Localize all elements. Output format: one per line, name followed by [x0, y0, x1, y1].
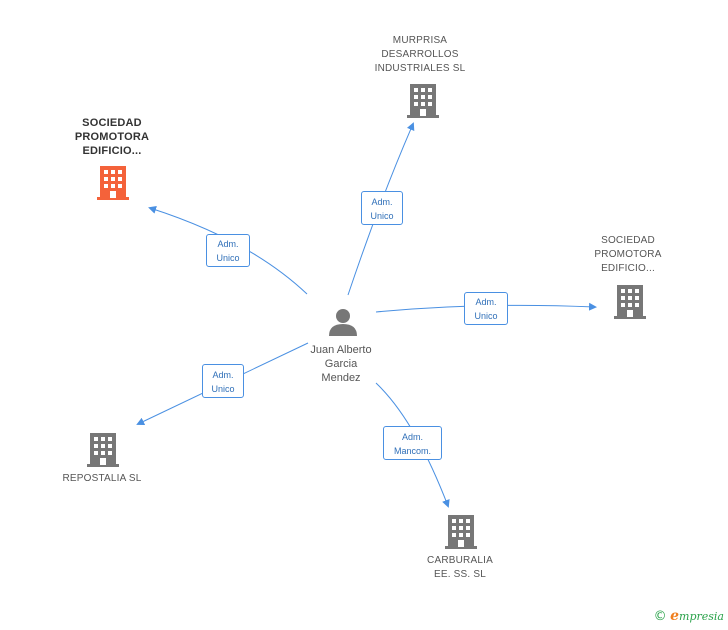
company-label-murprisa[interactable]: MURPRISA DESARROLLOS INDUSTRIALES SL	[374, 35, 466, 74]
relation-badge-sociedad-1[interactable]: Adm. Unico	[206, 234, 250, 267]
building-icon[interactable]	[614, 285, 646, 319]
building-icon-highlighted[interactable]	[97, 166, 129, 200]
relation-badge-repostalia[interactable]: Adm. Unico	[202, 364, 244, 398]
relation-badge-sociedad-2[interactable]: Adm. Unico	[464, 292, 508, 325]
building-icon[interactable]	[407, 84, 439, 118]
brand-initial: e	[670, 608, 680, 624]
company-label-sociedad-2[interactable]: SOCIEDAD PROMOTORA EDIFICIO...	[594, 235, 662, 274]
relation-badge-carburalia[interactable]: Adm. Mancom.	[383, 426, 442, 460]
company-label-repostalia[interactable]: REPOSTALIA SL	[62, 473, 142, 484]
copyright-symbol: ©	[653, 609, 667, 624]
relation-badge-murprisa[interactable]: Adm. Unico	[361, 191, 403, 225]
company-label-sociedad-1[interactable]: SOCIEDAD PROMOTORA EDIFICIO...	[74, 117, 150, 157]
person-icon[interactable]	[328, 308, 358, 336]
empresia-watermark: © empresia	[654, 608, 724, 624]
building-icon[interactable]	[87, 433, 119, 467]
brand-name: mpresia	[679, 610, 724, 623]
building-icon[interactable]	[445, 515, 477, 549]
person-name-label[interactable]: Juan Alberto Garcia Mendez	[310, 344, 372, 384]
company-label-carburalia[interactable]: CARBURALIA EE. SS. SL	[427, 555, 493, 580]
